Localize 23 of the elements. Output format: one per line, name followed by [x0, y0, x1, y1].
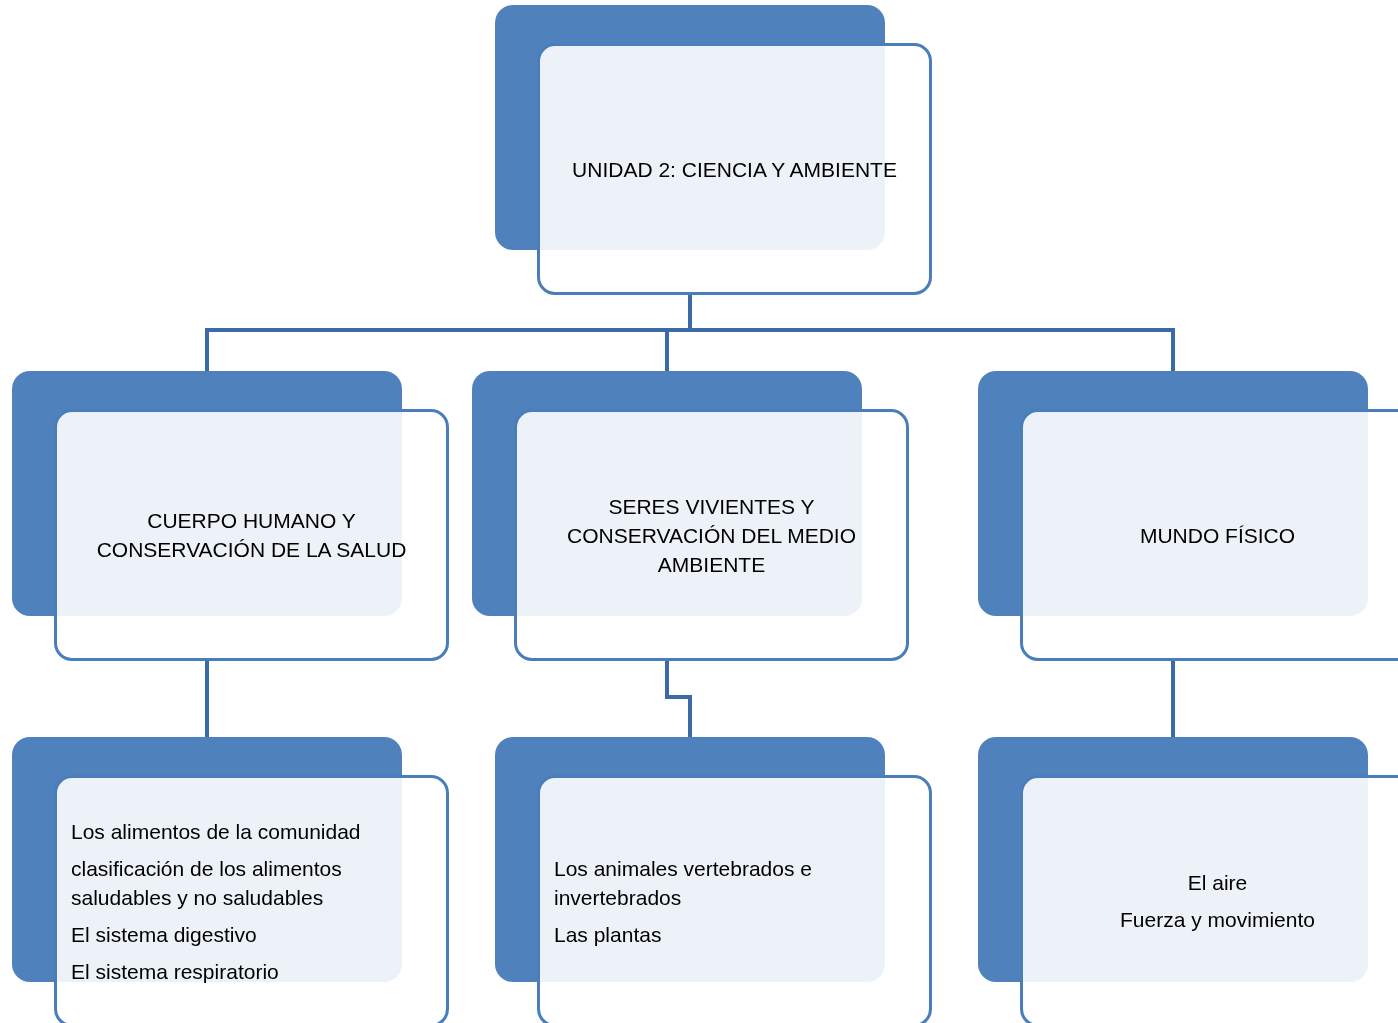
topic-text: Los alimentos de la comunidad: [71, 818, 361, 845]
connector-line: [205, 661, 209, 737]
topic-box: [54, 775, 449, 1023]
topic-box: [514, 409, 909, 661]
topic-text: El aire: [1187, 870, 1248, 896]
topic-box: [1020, 775, 1398, 1023]
topic-box: [537, 775, 932, 1023]
topic-text: UNIDAD 2: CIENCIA Y AMBIENTE: [572, 156, 897, 183]
topic-box: [537, 43, 932, 295]
topic-text: El sistema respiratorio: [71, 958, 279, 985]
connector-line: [665, 661, 692, 737]
topic-box: [54, 409, 449, 661]
topic-text: Los animales vertebrados e invertebrados: [554, 855, 813, 911]
topic-text: MUNDO FÍSICO: [1139, 522, 1296, 549]
topic-box: [1020, 409, 1398, 661]
topic-text: CUERPO HUMANO Y CONSERVACIÓN DE LA SALUD: [95, 508, 408, 563]
topic-text: El sistema digestivo: [71, 921, 257, 948]
connector-line: [688, 295, 1175, 371]
topic-text: SERES VIVIENTES Y CONSERVACIÓN DEL MEDIO AMBIENTE: [566, 493, 857, 578]
topic-text: Las plantas: [554, 921, 662, 948]
connector-line: [1171, 661, 1175, 737]
topic-text: clasificación de los alimentos saludables y no saludables: [71, 855, 343, 911]
topic-text: Fuerza y movimiento: [1120, 907, 1315, 933]
